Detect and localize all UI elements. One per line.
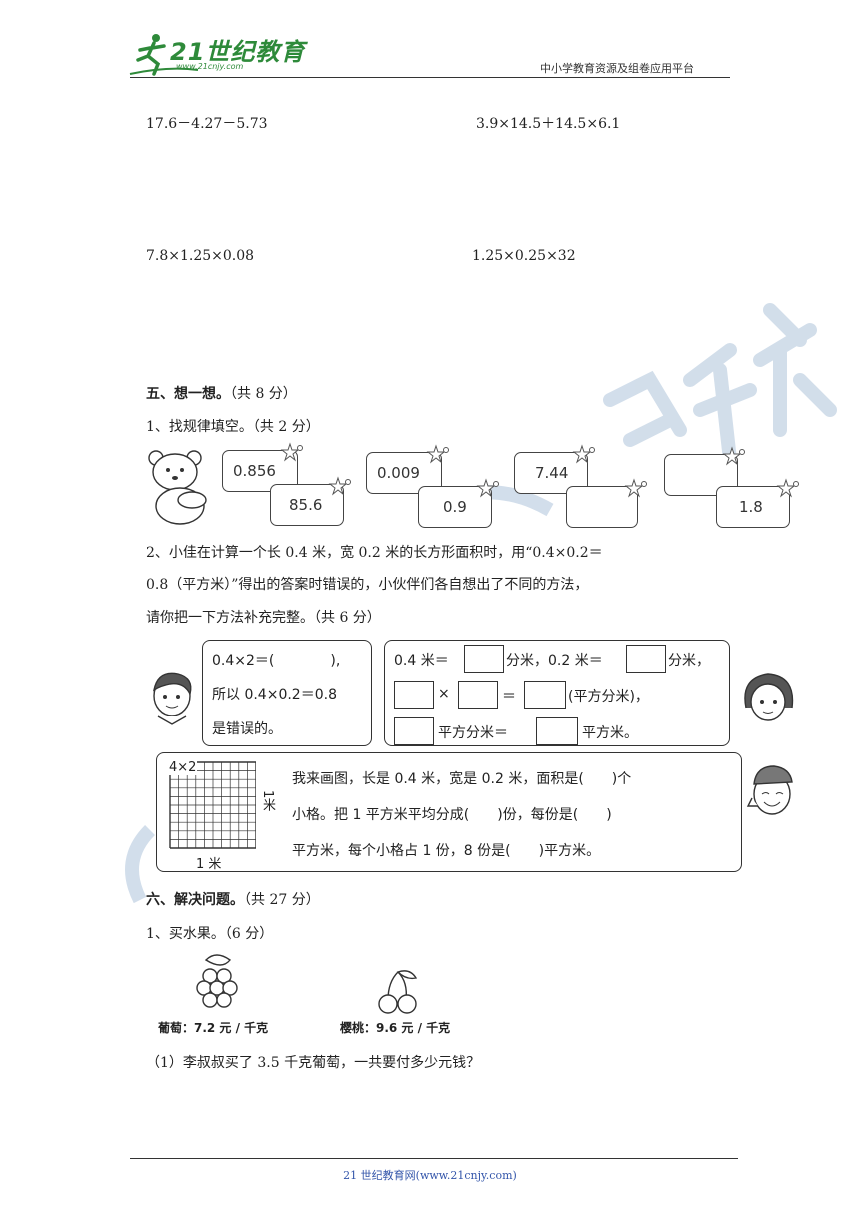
grid-side-label: 1米 xyxy=(260,790,275,812)
header-rule xyxy=(130,77,730,78)
star-icon xyxy=(476,478,499,498)
calc-expression-4: 1.25×0.25×32 xyxy=(472,248,576,264)
question-2-line-1: 2、小佳在计算一个长 0.4 米，宽 0.2 米的长方形面积时，用“0.4×0.… xyxy=(146,545,603,561)
method-panel-1 xyxy=(202,640,372,746)
panel-2-text-f: (平方分米)， xyxy=(568,689,649,705)
question-2-line-2: 0.8（平方米）”得出的答案时错误的，小伙伴们各自想出了不同的方法， xyxy=(146,577,589,593)
method-panel-3 xyxy=(156,752,742,872)
boy-cap-character-icon xyxy=(746,765,793,815)
panel-2-text-d: × xyxy=(438,686,450,702)
panel-2-text-b: 分米，0.2 米＝ xyxy=(506,653,603,669)
logo-text: 21世纪教育 xyxy=(170,38,306,66)
pattern-box-3-bottom-blank[interactable] xyxy=(566,486,638,528)
pattern-box-1-bottom: 85.6 xyxy=(270,484,344,526)
answer-blank-2[interactable] xyxy=(626,645,666,673)
site-logo-icon xyxy=(129,34,199,76)
panel-3-line-2: 小格。把 1 平方米平均分成( )份，每份是( ) xyxy=(292,807,612,823)
grape-icon xyxy=(196,954,238,1008)
calc-expression-2: 3.9×14.5＋14.5×6.1 xyxy=(476,116,621,132)
question-2-line-3: 请你把一下方法补充完整。（共 6 分） xyxy=(146,610,381,626)
boy-character-icon xyxy=(152,672,192,725)
answer-blank-3[interactable] xyxy=(394,681,434,709)
star-icon xyxy=(722,446,745,466)
footer-text: 21 世纪教育网(www.21cnjy.com) xyxy=(343,1169,517,1182)
grape-price-label: 葡萄：7.2 元 / 千克 xyxy=(158,1021,269,1035)
grid-diagram xyxy=(169,761,256,849)
section-6-heading: 六、解决问题。（共 27 分） xyxy=(146,892,320,908)
star-icon xyxy=(280,442,303,462)
watermark-curve-icon xyxy=(125,825,156,904)
star-icon xyxy=(572,444,595,464)
cherry-price-label: 樱桃：9.6 元 / 千克 xyxy=(340,1021,451,1035)
grid-bottom-label: 1 米 xyxy=(196,857,222,872)
panel-1-line-3: 是错误的。 xyxy=(212,721,282,737)
answer-blank-7[interactable] xyxy=(536,717,578,745)
section-5-heading: 五、想一想。（共 8 分） xyxy=(146,386,297,402)
logo-url: www.21cnjy.com xyxy=(176,62,244,71)
answer-blank-6[interactable] xyxy=(394,717,434,745)
question-1-label: 1、找规律填空。（共 2 分） xyxy=(146,419,320,435)
question-6-1-sub-1: （1）李叔叔买了 3.5 千克葡萄，一共要付多少元钱？ xyxy=(146,1055,481,1071)
panel-2-text-h: 平方米。 xyxy=(582,725,638,741)
star-icon xyxy=(776,478,799,498)
panel-2-text-c: 分米， xyxy=(668,653,710,669)
panel-2-text-a: 0.4 米＝ xyxy=(394,653,449,669)
panel-2-text-g: 平方分米＝ xyxy=(438,725,508,741)
calc-expression-1: 17.6－4.27－5.73 xyxy=(146,116,268,132)
pattern-box-4-bottom: 1.8 xyxy=(716,486,790,528)
answer-blank-1[interactable] xyxy=(464,645,504,673)
cherry-icon xyxy=(378,970,418,1014)
girl-character-icon xyxy=(744,673,794,721)
calc-expression-3: 7.8×1.25×0.08 xyxy=(146,248,255,264)
grid-label: 4×2 xyxy=(168,760,198,775)
star-icon xyxy=(328,476,351,496)
panel-3-line-1: 我来画图，长是 0.4 米，宽是 0.2 米，面积是( )个 xyxy=(292,771,632,787)
star-icon xyxy=(624,478,647,498)
answer-blank-4[interactable] xyxy=(458,681,498,709)
panel-1-line-2: 所以 0.4×0.2＝0.8 xyxy=(212,687,337,703)
pattern-box-4-top-blank[interactable] xyxy=(664,454,738,496)
panel-2-text-e: ＝ xyxy=(502,689,516,705)
pattern-box-2-bottom: 0.9 xyxy=(418,486,492,528)
panel-1-line-1: 0.4×2＝( ), xyxy=(212,653,341,669)
footer-rule xyxy=(130,1158,738,1159)
answer-blank-5[interactable] xyxy=(524,681,566,709)
panel-3-line-3: 平方米，每个小格占 1 份，8 份是( )平方米。 xyxy=(292,843,601,859)
bear-icon xyxy=(148,450,207,525)
header-platform-text: 中小学教育资源及组卷应用平台 xyxy=(540,62,694,75)
star-icon xyxy=(426,444,449,464)
question-6-1-label: 1、买水果。（6 分） xyxy=(146,926,274,942)
